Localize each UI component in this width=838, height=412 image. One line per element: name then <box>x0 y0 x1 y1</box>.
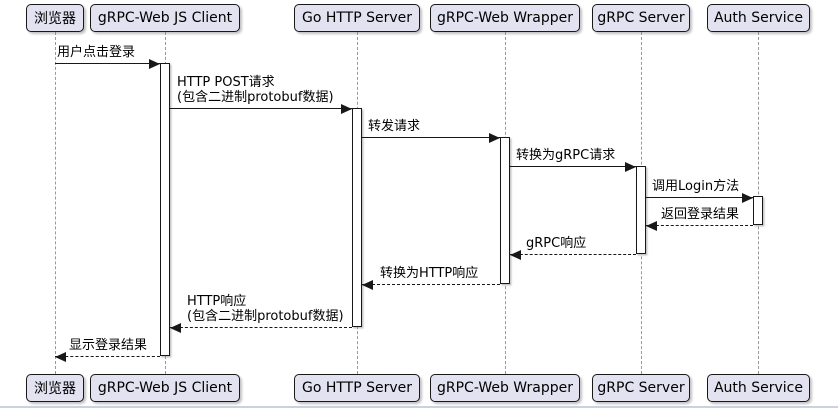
message-convert-to-http-response: 转换为HTTP响应 <box>362 266 500 290</box>
message-forward-request: 转发请求 <box>362 119 500 143</box>
participant-bottom-go-http-server: Go HTTP Server <box>294 374 420 402</box>
participant-label: Auth Service <box>713 10 803 26</box>
participant-label: Go HTTP Server <box>301 10 413 26</box>
message-line <box>646 221 753 231</box>
message-line <box>170 323 352 333</box>
message-label: 显示登录结果 <box>69 338 148 353</box>
participant-label: gRPC Server <box>597 380 685 396</box>
participant-bottom-browser: 浏览器 <box>26 374 84 402</box>
participant-bottom-grpc-web-wrapper: gRPC-Web Wrapper <box>430 374 580 402</box>
arrowhead-left-icon <box>362 280 373 290</box>
participant-bottom-grpc-server: gRPC Server <box>592 374 690 402</box>
message-label: 转换为gRPC请求 <box>516 148 616 163</box>
message-label: HTTP POST请求 (包含二进制protobuf数据) <box>177 75 334 105</box>
participant-label: 浏览器 <box>34 381 76 397</box>
message-convert-to-grpc: 转换为gRPC请求 <box>510 148 636 172</box>
arrowhead-left-icon <box>170 323 181 333</box>
participant-bottom-grpc-web-js-client: gRPC-Web JS Client <box>90 374 240 402</box>
message-label: 返回登录结果 <box>661 207 740 222</box>
arrowhead-right-icon <box>341 104 352 114</box>
arrowhead-right-icon <box>742 193 753 203</box>
participant-top-browser: 浏览器 <box>26 4 84 32</box>
message-display-login-result: 显示登录结果 <box>55 338 160 362</box>
message-label: 用户点击登录 <box>57 45 136 60</box>
arrowhead-left-icon <box>510 250 521 260</box>
message-label: gRPC响应 <box>526 236 587 251</box>
message-line <box>362 133 500 143</box>
message-user-click-login: 用户点击登录 <box>55 45 160 69</box>
participant-top-auth-service: Auth Service <box>707 4 810 32</box>
participant-top-go-http-server: Go HTTP Server <box>294 4 420 32</box>
arrowhead-right-icon <box>489 133 500 143</box>
arrowhead-right-icon <box>625 162 636 172</box>
participant-label: Auth Service <box>713 380 803 396</box>
lifeline-browser <box>54 32 56 374</box>
message-line <box>510 162 636 172</box>
participant-label: gRPC-Web Wrapper <box>437 380 573 396</box>
participant-label: Go HTTP Server <box>301 380 413 396</box>
message-return-login-result: 返回登录结果 <box>646 207 753 231</box>
arrowhead-left-icon <box>55 352 66 362</box>
message-line <box>646 193 753 203</box>
message-label: 转发请求 <box>368 119 421 134</box>
activation-grpc-web-wrapper <box>500 137 510 284</box>
participant-top-grpc-web-wrapper: gRPC-Web Wrapper <box>430 4 580 32</box>
message-grpc-response: gRPC响应 <box>510 236 636 260</box>
activation-auth-service <box>753 196 763 225</box>
message-line <box>55 352 160 362</box>
participant-top-grpc-server: gRPC Server <box>592 4 690 32</box>
message-label: 转换为HTTP响应 <box>380 266 479 281</box>
arrowhead-right-icon <box>149 59 160 69</box>
message-http-response: HTTP响应 (包含二进制protobuf数据) <box>170 294 352 333</box>
participant-label: gRPC Server <box>597 10 685 26</box>
participant-label: gRPC-Web JS Client <box>97 10 233 26</box>
activation-grpc-web-js-client <box>160 63 170 356</box>
activation-grpc-server <box>636 166 646 254</box>
message-label: 调用Login方法 <box>652 179 740 194</box>
bottom-border <box>0 406 838 408</box>
message-call-login-method: 调用Login方法 <box>646 179 753 203</box>
message-line <box>55 59 160 69</box>
message-line <box>362 280 500 290</box>
message-line <box>170 104 352 114</box>
participant-bottom-auth-service: Auth Service <box>707 374 810 402</box>
participant-top-grpc-web-js-client: gRPC-Web JS Client <box>90 4 240 32</box>
participant-label: gRPC-Web JS Client <box>97 380 233 396</box>
participant-label: gRPC-Web Wrapper <box>437 10 573 26</box>
message-http-post-request: HTTP POST请求 (包含二进制protobuf数据) <box>170 75 352 114</box>
message-line <box>510 250 636 260</box>
participant-label: 浏览器 <box>34 11 76 27</box>
message-label: HTTP响应 (包含二进制protobuf数据) <box>187 294 344 324</box>
arrowhead-left-icon <box>646 221 657 231</box>
activation-go-http-server <box>352 108 362 327</box>
